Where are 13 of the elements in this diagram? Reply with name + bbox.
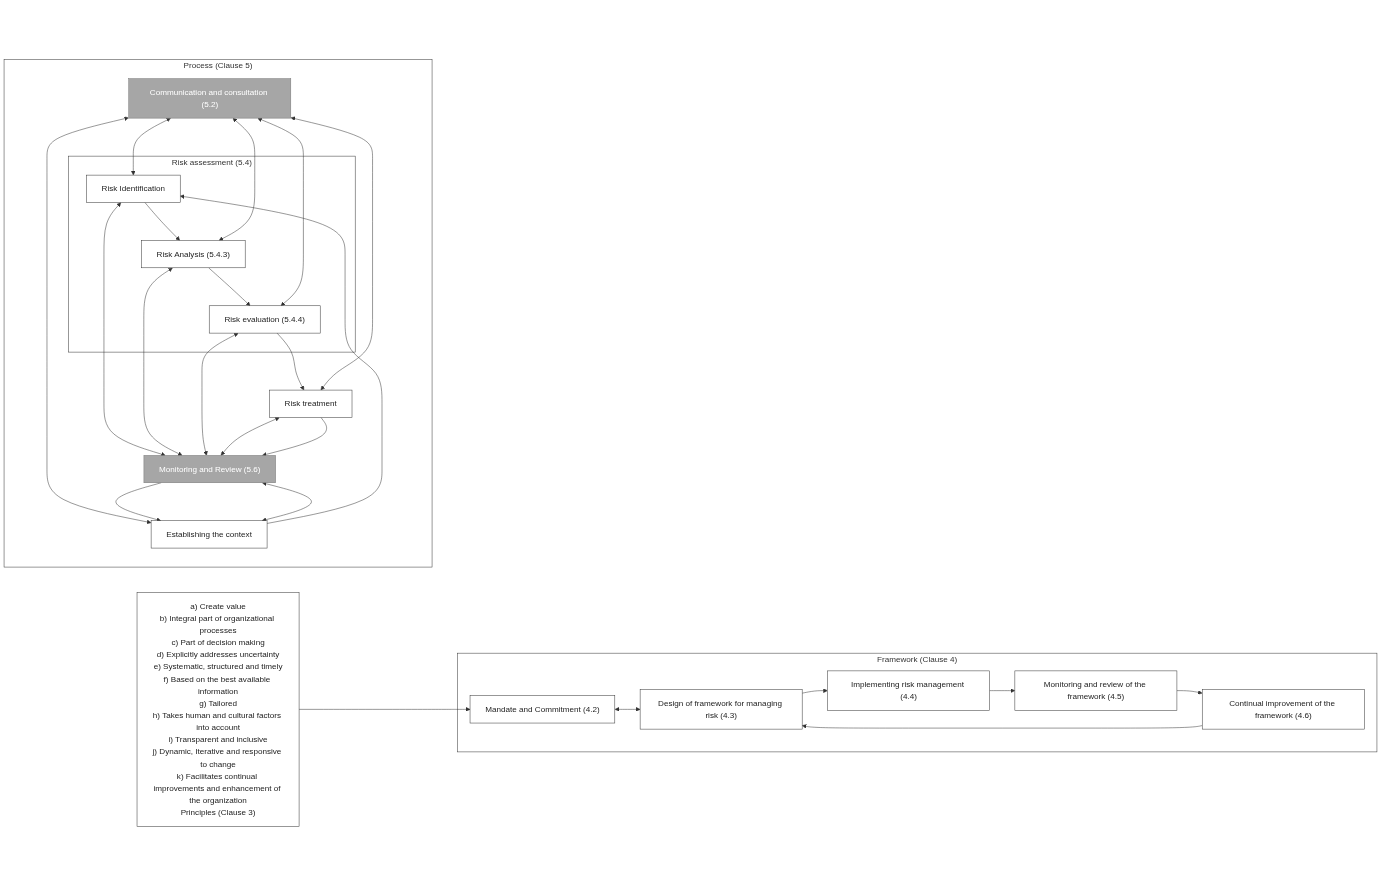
node-box: Continual improvement of the framework (4.6) <box>1202 689 1365 730</box>
node-box: Design of framework for managing risk (4.3) <box>639 689 803 730</box>
node-box: Mandate and Commitment (4.2) <box>469 695 616 724</box>
node-box: Establishing the context <box>150 520 268 549</box>
node-box: Risk evaluation (5.4.4) <box>208 305 321 334</box>
node-box: Risk treatment <box>269 389 353 418</box>
node-box: Monitoring and review of the framework (4.5) <box>1014 670 1178 711</box>
node-box: Communication and consultation (5.2) <box>128 78 292 119</box>
node-box: Risk Identification <box>86 174 181 203</box>
node-box: Implementing risk management (4.4) <box>827 670 990 711</box>
node-box: Monitoring and Review (5.6) <box>143 455 276 483</box>
node-box: a) Create value b) Integral part of organizational processes c) Part of decision making d) Explicitly addresses uncertainty e) Systematic, structured and timely f) Based on the best available information g) Tailored h) Takes human and cultural factors into account i) Transparent and inclusive j) Dynamic, Iterative and responsive to change k) Facilitates continual improvements and enhancement of the organization Principles (Clause 3) <box>136 592 300 827</box>
node-box: Risk Analysis (5.4.3) <box>141 240 246 269</box>
